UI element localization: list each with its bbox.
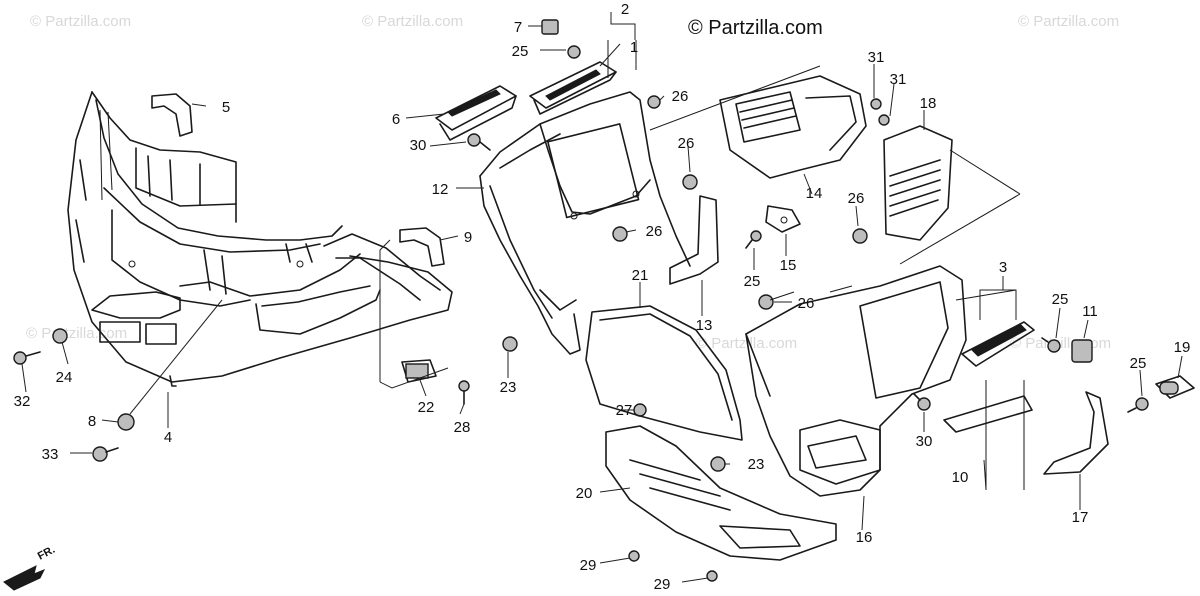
callout-26e: 26 <box>798 295 815 312</box>
callout-3: 3 <box>999 259 1007 276</box>
callout-19: 19 <box>1174 339 1191 356</box>
part-19-clip <box>1155 375 1195 399</box>
callout-16: 16 <box>856 529 873 546</box>
callout-22: 22 <box>418 399 435 416</box>
callout-7: 7 <box>514 19 522 36</box>
part-21-panel <box>585 305 743 441</box>
callout-1: 1 <box>630 39 638 56</box>
front-direction-arrow: FR. <box>3 544 57 591</box>
part-9-hose <box>399 227 445 267</box>
callout-17: 17 <box>1072 509 1089 526</box>
callout-30a: 30 <box>410 137 427 154</box>
callout-25d: 25 <box>1130 355 1147 372</box>
callout-26a: 26 <box>672 88 689 105</box>
callout-9: 9 <box>464 229 472 246</box>
callout-27: 27 <box>616 402 633 419</box>
callout-31a: 31 <box>868 49 885 66</box>
part-16-front-cowl <box>745 265 967 497</box>
callout-13: 13 <box>696 317 713 334</box>
callout-29b: 29 <box>654 576 671 593</box>
part-6-bracket <box>435 85 517 141</box>
callout-21: 21 <box>632 267 649 284</box>
callout-26b: 26 <box>678 135 695 152</box>
part-15-bracket <box>765 205 801 233</box>
watermark: © Partzilla.com <box>26 325 127 342</box>
callout-8: 8 <box>88 413 96 430</box>
callout-23b: 23 <box>748 456 765 473</box>
part-1-bracket <box>529 40 637 115</box>
part-12-frame <box>479 91 691 355</box>
part-18-vent <box>883 125 1021 265</box>
part-13-side-trim <box>669 195 719 285</box>
callout-4: 4 <box>164 429 172 446</box>
callout-30b: 30 <box>916 433 933 450</box>
watermark: © Partzilla.com <box>696 335 797 352</box>
fasteners <box>13 19 1149 582</box>
callout-5: 5 <box>222 99 230 116</box>
watermark: © Partzilla.com <box>1010 335 1111 352</box>
callout-29a: 29 <box>580 557 597 574</box>
part-5-hose <box>151 93 193 137</box>
callout-12: 12 <box>432 181 449 198</box>
callout-26d: 26 <box>848 190 865 207</box>
callout-20: 20 <box>576 485 593 502</box>
callout-31b: 31 <box>890 71 907 88</box>
part-4-inner-cowl <box>67 91 453 387</box>
callout-2: 2 <box>621 1 629 18</box>
part-17-strip <box>1043 391 1109 475</box>
leader-lines <box>21 12 1183 583</box>
callout-25a: 25 <box>512 43 529 60</box>
watermark: © Partzilla.com <box>362 13 463 30</box>
callout-14: 14 <box>806 185 823 202</box>
callout-25b: 25 <box>744 273 761 290</box>
callout-15: 15 <box>780 257 797 274</box>
callout-25c: 25 <box>1052 291 1069 308</box>
callout-28: 28 <box>454 419 471 436</box>
callout-18: 18 <box>920 95 937 112</box>
callouts: 1 2 3 4 5 6 7 8 9 10 11 12 13 14 15 16 1… <box>14 1 1191 593</box>
callout-24: 24 <box>56 369 73 386</box>
brand-label: © Partzilla.com <box>688 17 823 39</box>
watermark: © Partzilla.com <box>1018 13 1119 30</box>
part-3-lamp <box>961 321 1035 367</box>
callout-23a: 23 <box>500 379 517 396</box>
callout-26c: 26 <box>646 223 663 240</box>
callout-11: 11 <box>1082 303 1098 320</box>
callout-10: 10 <box>952 469 969 486</box>
part-20-deflector <box>605 425 837 561</box>
callout-6: 6 <box>392 111 400 128</box>
callout-32: 32 <box>14 393 31 410</box>
watermark: © Partzilla.com <box>30 13 131 30</box>
direction-label: FR. <box>36 544 57 563</box>
part-14-vent-housing <box>649 65 867 179</box>
part-22-clip <box>401 359 437 383</box>
part-10-trim <box>943 289 1033 490</box>
callout-33: 33 <box>42 446 59 463</box>
